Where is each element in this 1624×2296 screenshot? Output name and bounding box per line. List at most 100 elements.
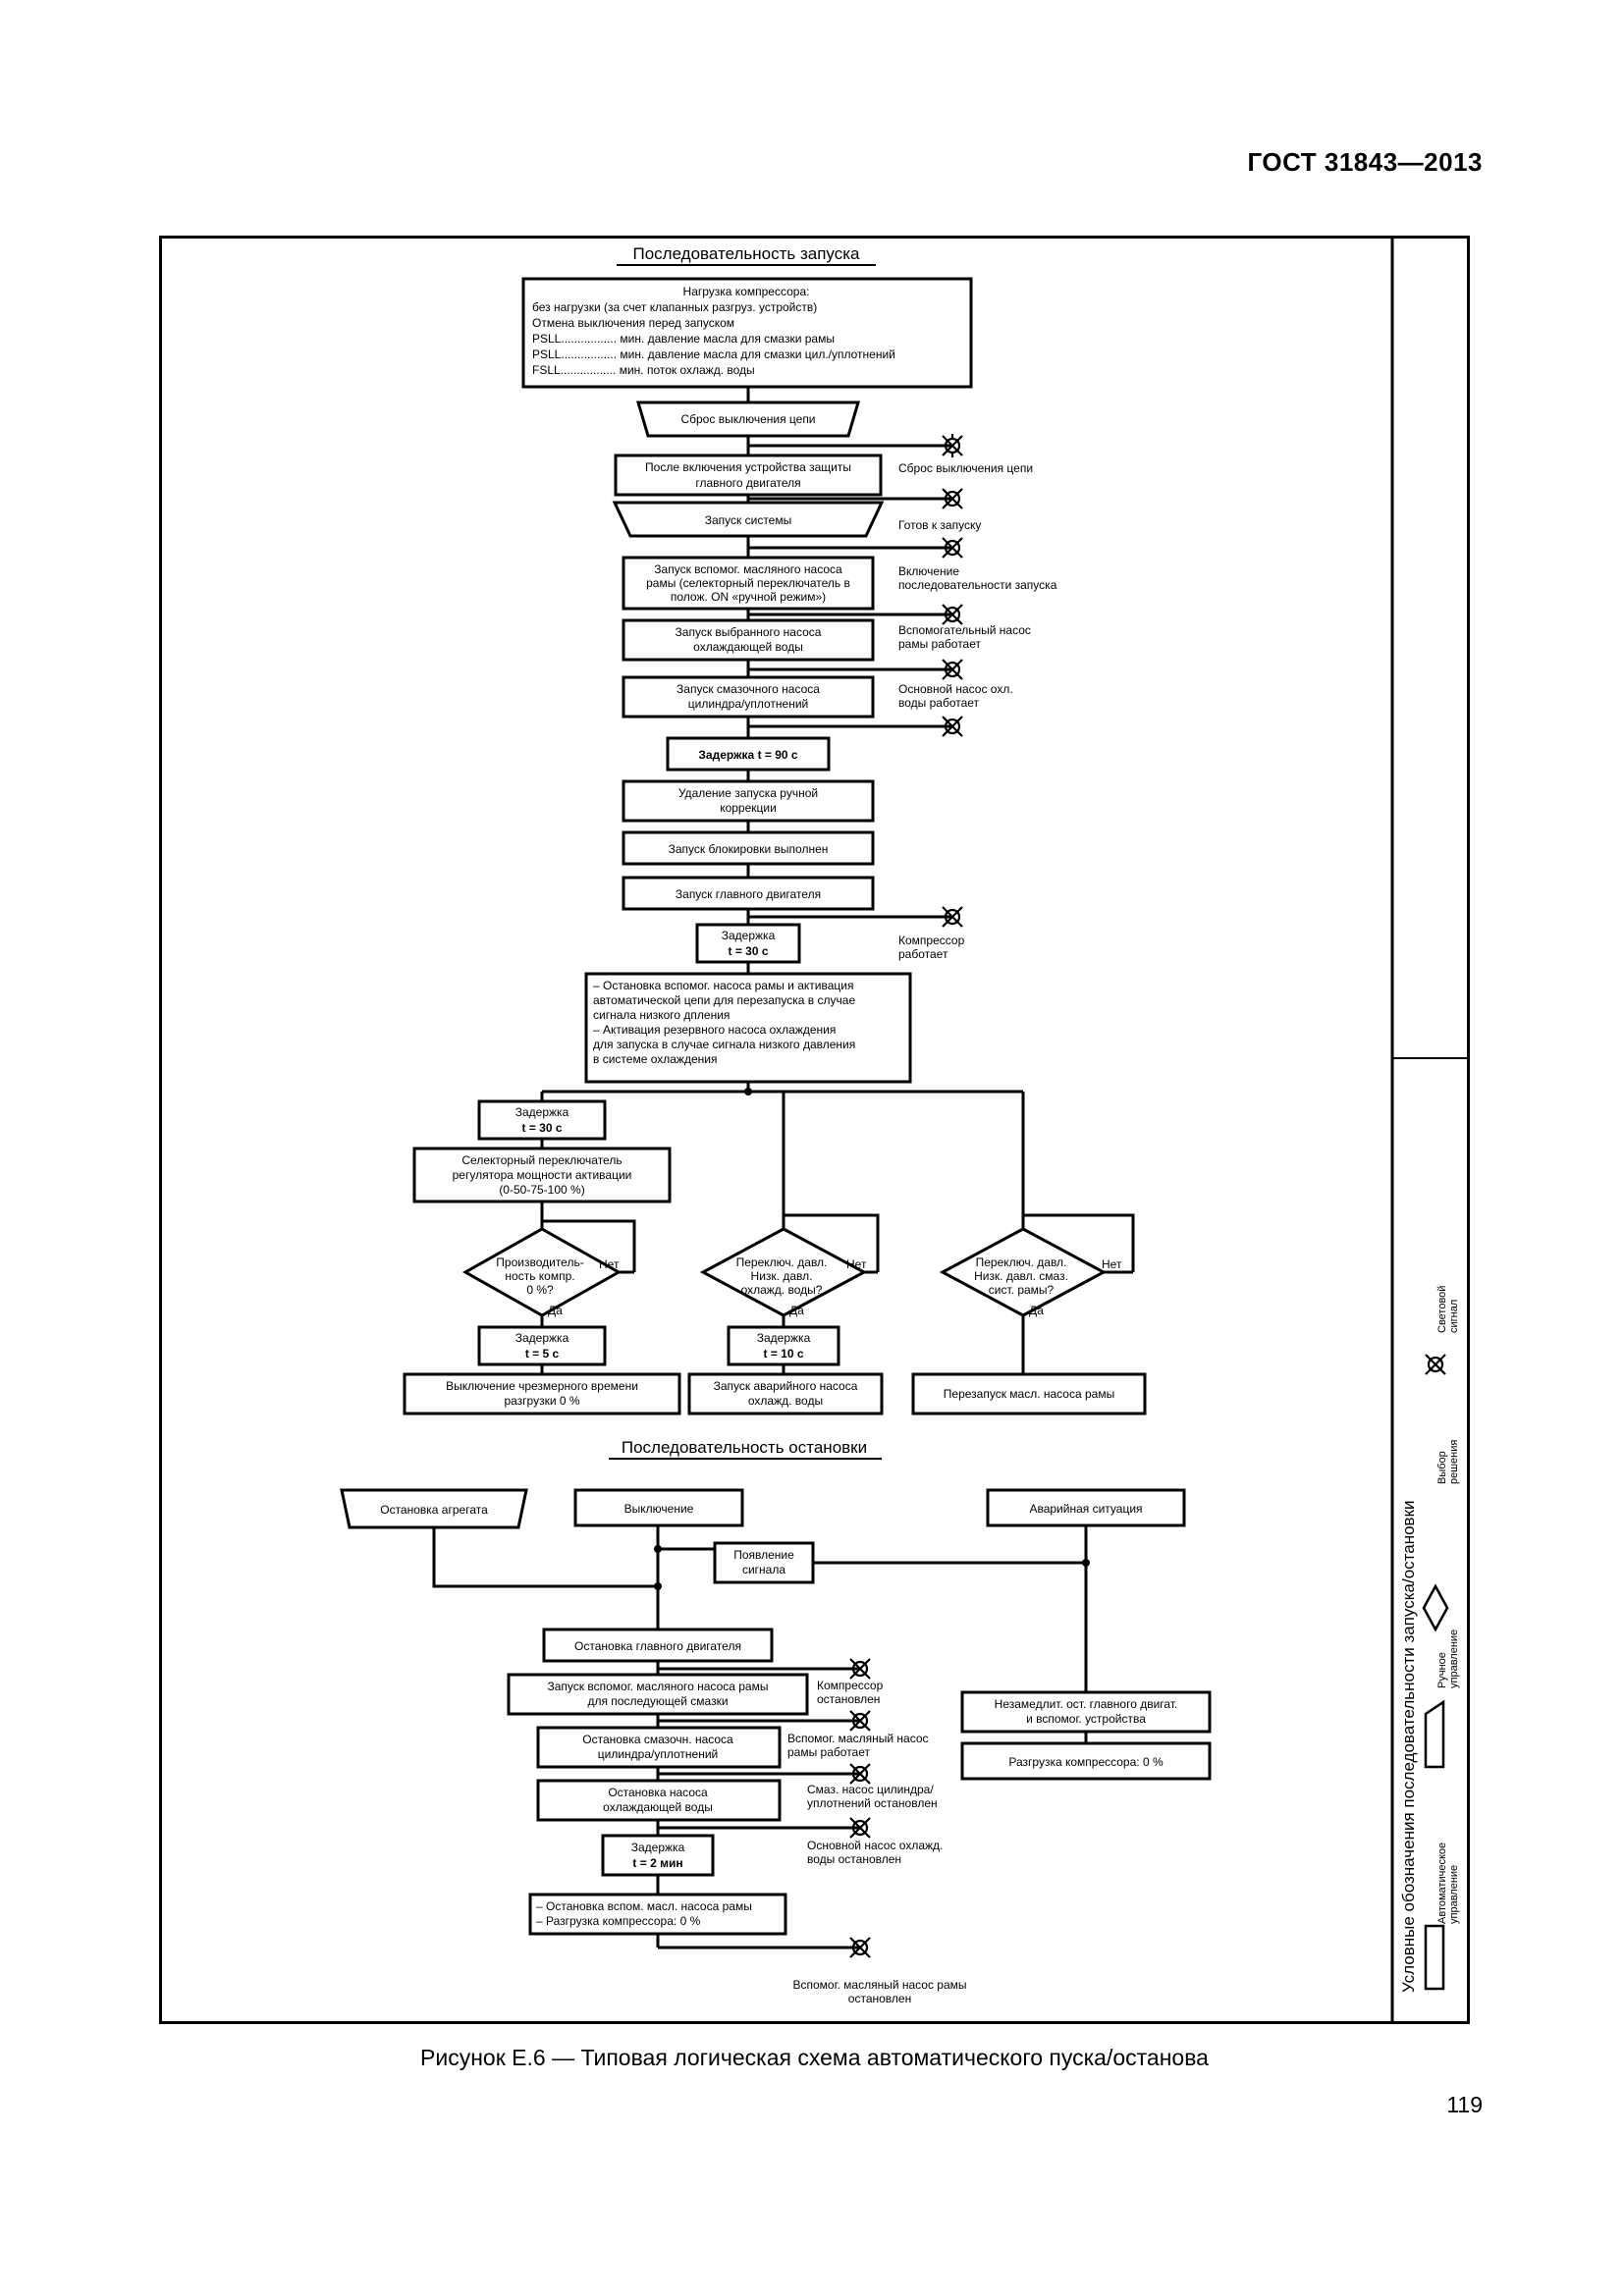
svg-text:– Остановка вспом. масл. насос: – Остановка вспом. масл. насоса рамы [536,1899,752,1913]
svg-text:Удаление запуска ручной: Удаление запуска ручной [678,786,818,800]
legend-auto-label: Автоматическое [1436,1842,1448,1924]
lamp-label-aux-pump-running-2: рамы работает [898,637,981,651]
switch-off-box: Выключение [573,1488,744,1527]
svg-text:t = 5 с: t = 5 с [525,1347,560,1361]
figure-caption: Рисунок Е.6 — Типовая логическая схема а… [420,2045,1209,2070]
lamp-icon [849,1937,871,1958]
delay-2-box: Задержка t = 2 мин [601,1834,715,1877]
legend-manual-label: Ручное [1436,1652,1448,1688]
delay-90-box: Задержка t = 90 с [666,736,831,772]
interlock-done-box: Запуск блокировки выполнен [622,830,875,866]
svg-text:Аварийная ситуация: Аварийная ситуация [1029,1502,1142,1516]
startup-title: Последовательность запуска [633,244,861,263]
svg-text:Производитель-: Производитель- [496,1255,583,1269]
svg-text:охлаждающей воды: охлаждающей воды [603,1800,713,1814]
legend-manual-symbol [1424,1699,1445,1769]
svg-text:Задержка: Задержка [631,1841,685,1854]
unit-stop-step: Остановка агрегата [340,1488,528,1529]
lamp-icons [849,434,1446,1958]
svg-text:коррекции: коррекции [720,801,777,815]
svg-text:Запуск вспомог. масляного насо: Запуск вспомог. масляного насоса рамы [548,1680,769,1693]
svg-text:сигнала низкого дпления: сигнала низкого дпления [593,1008,730,1022]
svg-text:и вспомог. устройства: и вспомог. устройства [1026,1712,1146,1726]
svg-text:рамы (селекторный переключател: рамы (селекторный переключатель в [646,576,850,590]
svg-text:сист. рамы?: сист. рамы? [989,1283,1055,1297]
final-box: – Остановка вспом. масл. насоса рамы – Р… [528,1893,787,1936]
yes-label-2: Да [789,1304,804,1317]
trip-reset-step: Сброс выключения цепи [635,400,861,438]
lamp-label-ready: Готов к запуску [898,518,981,532]
lamp-label-cooling-running: Основной насос охл. [898,682,1013,696]
lamp-label-aux-stopped-2: остановлен [848,1992,911,2005]
lamp-label-sequence-on-2: последовательности запуска [898,578,1057,592]
lamp-label-lube-stopped-2: уплотнений остановлен [807,1796,938,1810]
activation-box: – Остановка вспомог. насоса рамы и актив… [584,972,912,1084]
decision-lube: Переключ. давл. Низк. давл. смаз. сист. … [939,1227,1108,1317]
main-motor-start-box: Запуск главного двигателя [622,876,875,911]
lamp-icon [942,659,963,680]
svg-text:Запуск блокировки выполнен: Запуск блокировки выполнен [669,842,829,856]
lamp-icon [942,488,963,509]
svg-text:Незамедлит. ост. главного двиг: Незамедлит. ост. главного двигат. [995,1697,1178,1711]
outer-border [159,236,1470,2024]
lamp-label-aux-oil-running: Вспомог. масляный насос [787,1732,929,1745]
svg-text:сигнала: сигнала [742,1563,785,1576]
svg-text:регулятора мощности активации: регулятора мощности активации [453,1168,632,1182]
svg-text:После включения устройства защ: После включения устройства защиты [645,460,851,474]
lamp-icon [849,1658,871,1680]
svg-text:ность компр.: ность компр. [505,1269,574,1283]
legend-decision-symbol [1422,1583,1449,1632]
svg-text:Задержка: Задержка [757,1331,811,1345]
svg-text:Селекторный переключатель: Селекторный переключатель [461,1153,622,1167]
aux-oil-pump-box: Запуск вспомог. масляного насоса рамы (с… [622,556,875,611]
svg-text:полож. ON «ручной режим»): полож. ON «ручной режим») [671,590,826,604]
svg-text:Сброс выключения цепи: Сброс выключения цепи [680,412,815,426]
svg-text:цилиндра/уплотнений: цилиндра/уплотнений [598,1747,718,1761]
yes-label-1: Да [548,1304,563,1317]
svg-text:автоматической цепи для переза: автоматической цепи для перезапуска в сл… [593,993,855,1007]
no-label-1: Нет [599,1257,620,1271]
svg-text:FSLL................. мин. пот: FSLL................. мин. поток охлажд.… [532,363,755,377]
legend-title: Условные обозначения последовательности … [1399,1500,1418,1993]
svg-text:Разгрузка компрессора: 0 %: Разгрузка компрессора: 0 % [1008,1755,1164,1769]
svg-text:Остановка главного двигателя: Остановка главного двигателя [574,1639,741,1653]
decision-cooling: Переключ. давл. Низк. давл. охлажд. воды… [699,1227,868,1317]
delay-5-box: Задержка t = 5 с [477,1325,607,1366]
svg-text:Задержка: Задержка [515,1331,569,1345]
legend-auto-symbol [1424,1924,1445,1991]
lamp-icon [849,1763,871,1785]
svg-text:Остановка агрегата: Остановка агрегата [380,1503,488,1517]
lamp-label-aux-pump-running: Вспомогательный насос [898,623,1031,637]
svg-text:t = 30 с: t = 30 с [521,1121,562,1135]
svg-text:в системе охлаждения: в системе охлаждения [593,1052,717,1066]
lamp-icon [849,1710,871,1732]
flowchart: Последовательность запуска Нагрузка комп… [159,236,1470,2024]
svg-text:(0-50-75-100 %): (0-50-75-100 %) [499,1183,584,1197]
lamp-label-compressor-stopped-2: остановлен [817,1692,880,1706]
svg-text:Запуск вспомог. масляного насо: Запуск вспомог. масляного насоса [654,562,842,576]
svg-text:t = 30 с: t = 30 с [728,944,768,958]
svg-text:Низк. давл.: Низк. давл. [751,1269,813,1283]
svg-text:Переключ. давл.: Переключ. давл. [736,1255,828,1269]
lamp-icon [942,716,963,737]
decision-capacity: Производитель- ность компр. 0 %? [461,1227,623,1317]
svg-text:Запуск главного двигателя: Запуск главного двигателя [676,887,821,901]
lamp-label-compressor-stopped: Компрессор [817,1679,884,1692]
svg-text:Задержка: Задержка [515,1105,569,1119]
svg-text:0 %?: 0 %? [526,1283,554,1297]
immediate-stop-box: Незамедлит. ост. главного двигат. и вспо… [960,1690,1212,1734]
svg-text:Запуск системы: Запуск системы [705,513,791,527]
legend: Условные обозначения последовательности … [1399,1286,1460,1993]
lamp-label-aux-stopped: Вспомог. масляный насос рамы [792,1978,966,1992]
cyl-lube-pump-box: Запуск смазочного насоса цилиндра/уплотн… [622,675,875,719]
lamp-label-trip-reset: Сброс выключения цепи [898,461,1033,475]
delay-30a-box: Задержка t = 30 с [695,923,801,964]
svg-text:Выключение: Выключение [624,1502,694,1516]
lamp-icon [942,434,963,457]
cooling-pump-stop-box: Остановка насоса охлаждающей воды [536,1779,782,1822]
load-box: Нагрузка компрессора: без нагрузки (за с… [521,277,973,389]
svg-text:– Разгрузка компрессора: 0 %: – Разгрузка компрессора: 0 % [536,1914,701,1928]
svg-text:PSLL................. мин. дав: PSLL................. мин. давление масл… [532,347,895,361]
svg-text:Задержка: Задержка [722,929,776,942]
svg-text:– Остановка вспомог. насоса ра: – Остановка вспомог. насоса рамы и актив… [593,979,853,992]
